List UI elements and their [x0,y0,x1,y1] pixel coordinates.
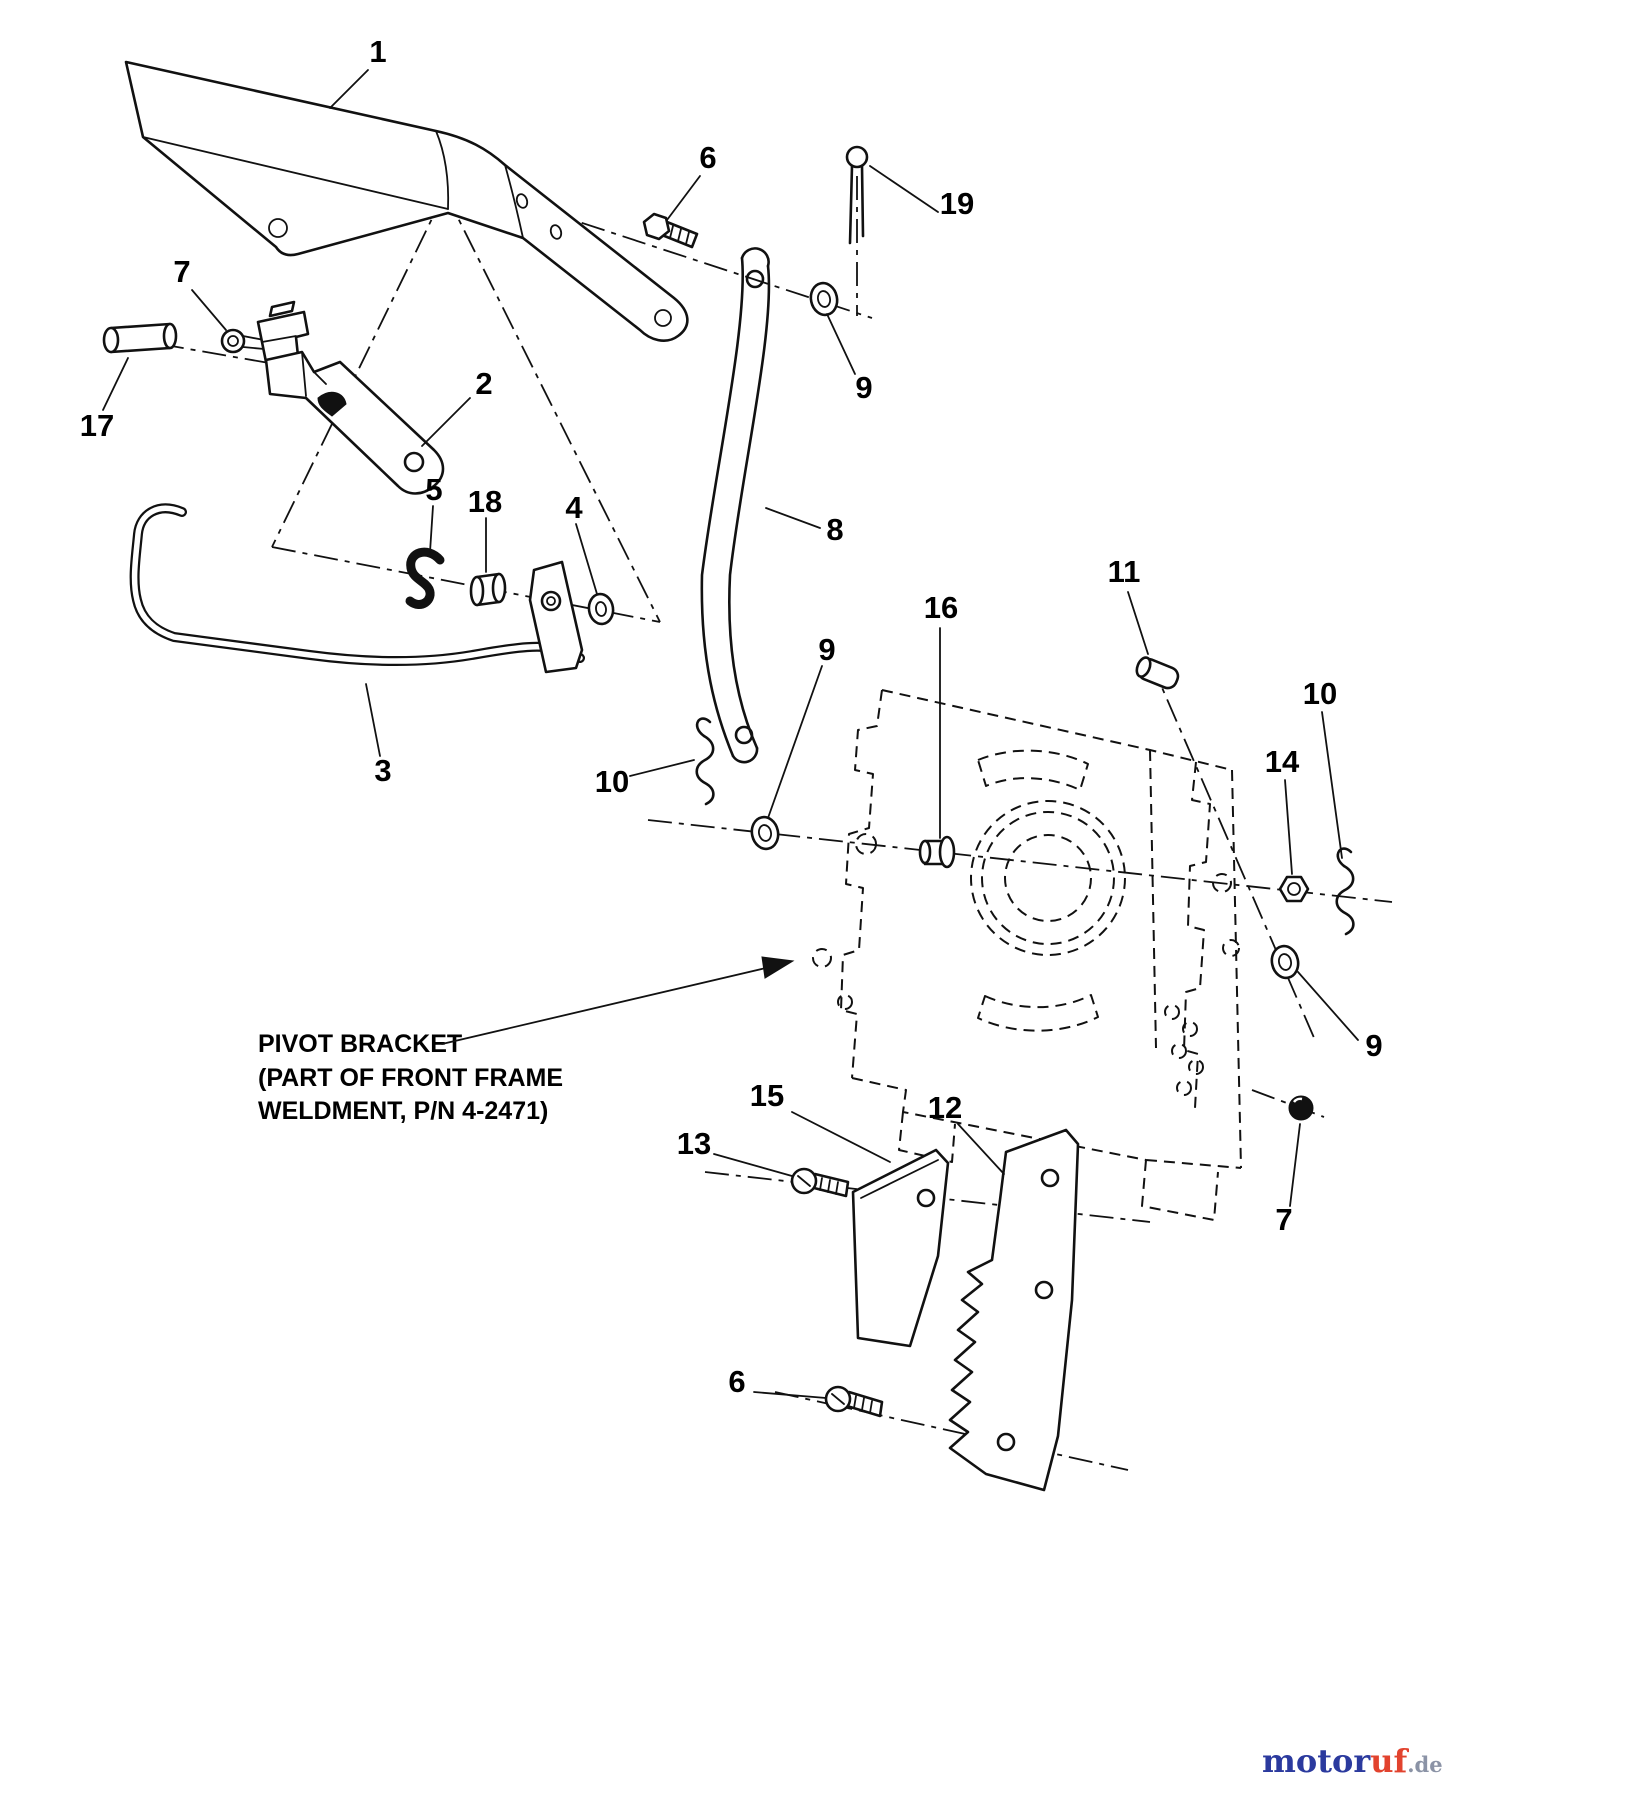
upper-arc-slot [977,749,1089,791]
washer-part-9-top [809,281,839,317]
watermark-logo[interactable]: motoruf.de [1262,1742,1443,1780]
part-callout-13: 13 [677,1126,711,1161]
plate-part-15 [851,1148,950,1348]
annotation-arrowhead [761,956,795,979]
part-callout-18: 18 [468,484,502,519]
part-callout-10: 10 [595,764,629,799]
part-callout-6: 6 [699,140,716,175]
ratchet-plate-part-12 [948,1128,1080,1492]
annotation-line-2: (PART OF FRONT FRAME [258,1064,563,1092]
hub-bore [1004,834,1092,922]
spacer-part-18 [469,572,507,607]
part-callout-19: 19 [940,186,974,221]
svg-text:PIVOT BRACKET (PART OF F: PIVOT BRACKET (PART OF FRONT FRAME WELDM… [258,1030,570,1125]
part-callout-10: 10 [1303,676,1337,711]
clevis-pin-part-17 [102,322,178,354]
link-arm-part-8 [700,247,771,764]
pivot-bracket-plate [812,689,1242,1221]
part-callout-11: 11 [1108,554,1141,589]
pivot-bracket-annotation: PIVOT BRACKET (PART OF FRONT FRAME WELDM… [258,956,795,1125]
part-callout-2: 2 [475,366,492,401]
rod-end-tab [528,560,584,674]
washer-part-9-right [1270,944,1300,980]
washer-part-4 [587,592,615,626]
part-callout-3: 3 [374,753,391,788]
part-callout-9: 9 [855,370,872,405]
screw-part-7-upper [220,328,265,354]
part-callout-14: 14 [1265,744,1300,779]
part-callout-16: 16 [924,590,958,625]
bolt-part-13 [790,1167,850,1198]
part-callout-12: 12 [928,1090,962,1125]
part-callout-17: 17 [80,408,114,443]
annotation-line-1: PIVOT BRACKET [258,1030,462,1058]
part-callout-6: 6 [728,1364,745,1399]
bolt-part-6-lower [824,1385,884,1418]
latch-hook-detail [317,391,347,417]
watermark-de: .de [1407,1752,1442,1777]
hairpin-clip-part-10-left [695,717,715,806]
part-callout-8: 8 [826,512,843,547]
stud-pin-part-16 [918,835,956,869]
annotation-arrow-line [441,966,771,1045]
part-callout-7: 7 [173,254,190,289]
part-callout-15: 15 [750,1078,784,1113]
latch-bracket-part-2 [256,300,445,495]
hex-nut-part-14 [1278,875,1310,903]
cotter-pin-part-19 [845,145,869,245]
part-callout-7: 7 [1275,1202,1292,1237]
control-rod-part-3 [129,503,585,666]
spring-hook-part-5 [405,547,445,609]
handle-lever-part-1 [124,60,689,342]
pin-part-11 [1135,656,1180,690]
part-callout-4: 4 [565,490,583,525]
part-callout-5: 5 [425,472,442,507]
bolt-part-6-upper [642,212,699,249]
part-callout-9: 9 [1365,1028,1382,1063]
hub-knurl-ring [981,811,1115,945]
annotation-line-3: WELDMENT, P/N 4-2471) [258,1097,548,1125]
watermark-uf: uf [1370,1742,1409,1780]
part-callout-9: 9 [818,632,835,667]
watermark-motor: motor [1262,1742,1371,1780]
hairpin-clip-part-10-right [1335,847,1355,936]
leader-lines [102,69,1359,1399]
lower-arc-slot [977,994,1099,1032]
washer-part-9-left [750,815,780,851]
cap-nut-part-7-lower [1288,1095,1314,1121]
part-callout-1: 1 [369,34,386,69]
hub-outer-ring [970,800,1126,956]
